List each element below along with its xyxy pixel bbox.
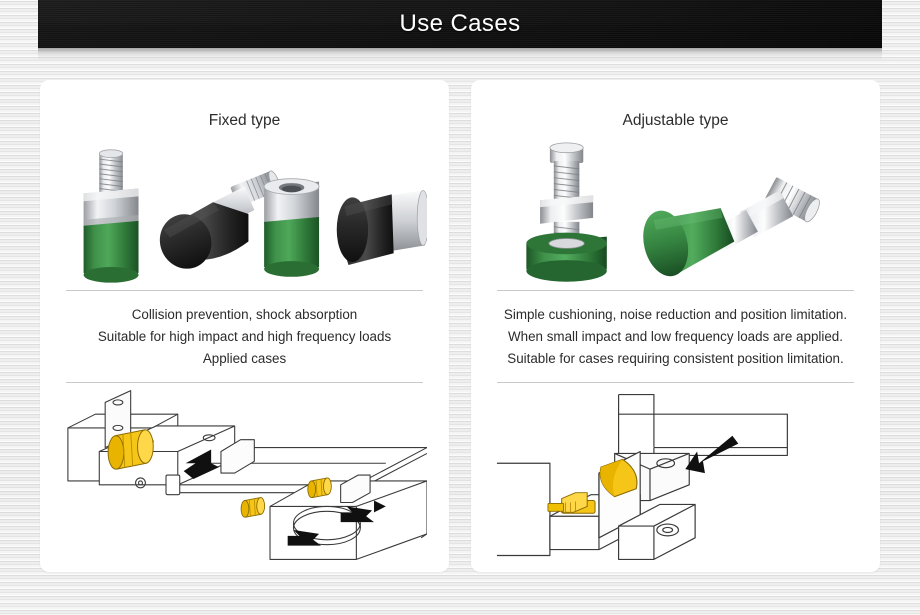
divider-bottom-fixed (66, 382, 423, 383)
description-adjustable: Simple cushioning, noise reduction and p… (493, 291, 858, 382)
highlight-damper-adjustable (599, 458, 638, 498)
fixed-type-product-illustration (83, 149, 427, 283)
page-header: Use Cases (38, 0, 882, 61)
product-photo-fixed (62, 138, 427, 290)
description-fixed: Collision prevention, shock absorption S… (62, 291, 427, 382)
divider-top-adjustable (497, 290, 854, 291)
description-line: Suitable for high impact and high freque… (97, 329, 392, 344)
product-adjustable-upright (526, 142, 607, 282)
adjustable-type-application-drawing (496, 393, 788, 560)
highlight-damper (107, 429, 154, 470)
highlight-damper-small-2 (307, 477, 332, 499)
card-title-adjustable: Adjustable type (622, 112, 729, 129)
fixed-type-application-drawing (67, 390, 427, 560)
application-diagram-adjustable (493, 389, 858, 572)
description-line: Suitable for cases requiring consistent … (507, 351, 844, 366)
header-reflection (38, 48, 882, 61)
direction-arrow (685, 435, 739, 474)
product-fixed-lying-2 (336, 190, 427, 266)
header-bar: Use Cases (38, 0, 882, 48)
use-case-cards: Fixed type (40, 80, 880, 572)
direction-arrow (183, 449, 219, 479)
description-line: Collision prevention, shock absorption (131, 307, 358, 322)
direction-arrow (340, 500, 386, 523)
product-fixed-upright-2 (263, 178, 320, 277)
product-adjustable-lying (643, 177, 820, 277)
direction-arrow (287, 529, 322, 546)
product-photo-adjustable (493, 138, 858, 290)
card-fixed-type[interactable]: Fixed type (40, 80, 449, 572)
divider-top-fixed (66, 290, 423, 291)
product-fixed-upright-1 (83, 149, 139, 283)
product-fixed-lying-1 (159, 170, 281, 269)
divider-bottom-adjustable (497, 382, 854, 383)
description-line: Applied cases (202, 351, 287, 366)
adjustable-type-product-illustration (526, 142, 820, 282)
highlight-damper-small-1 (240, 497, 266, 518)
application-diagram-fixed (62, 389, 427, 572)
description-line: Simple cushioning, noise reduction and p… (503, 307, 848, 322)
highlight-bolt-adjustable (547, 492, 596, 514)
page-title: Use Cases (399, 10, 521, 37)
card-adjustable-type[interactable]: Adjustable type (471, 80, 880, 572)
description-line: When small impact and low frequency load… (508, 329, 843, 344)
card-title-fixed: Fixed type (208, 112, 281, 129)
